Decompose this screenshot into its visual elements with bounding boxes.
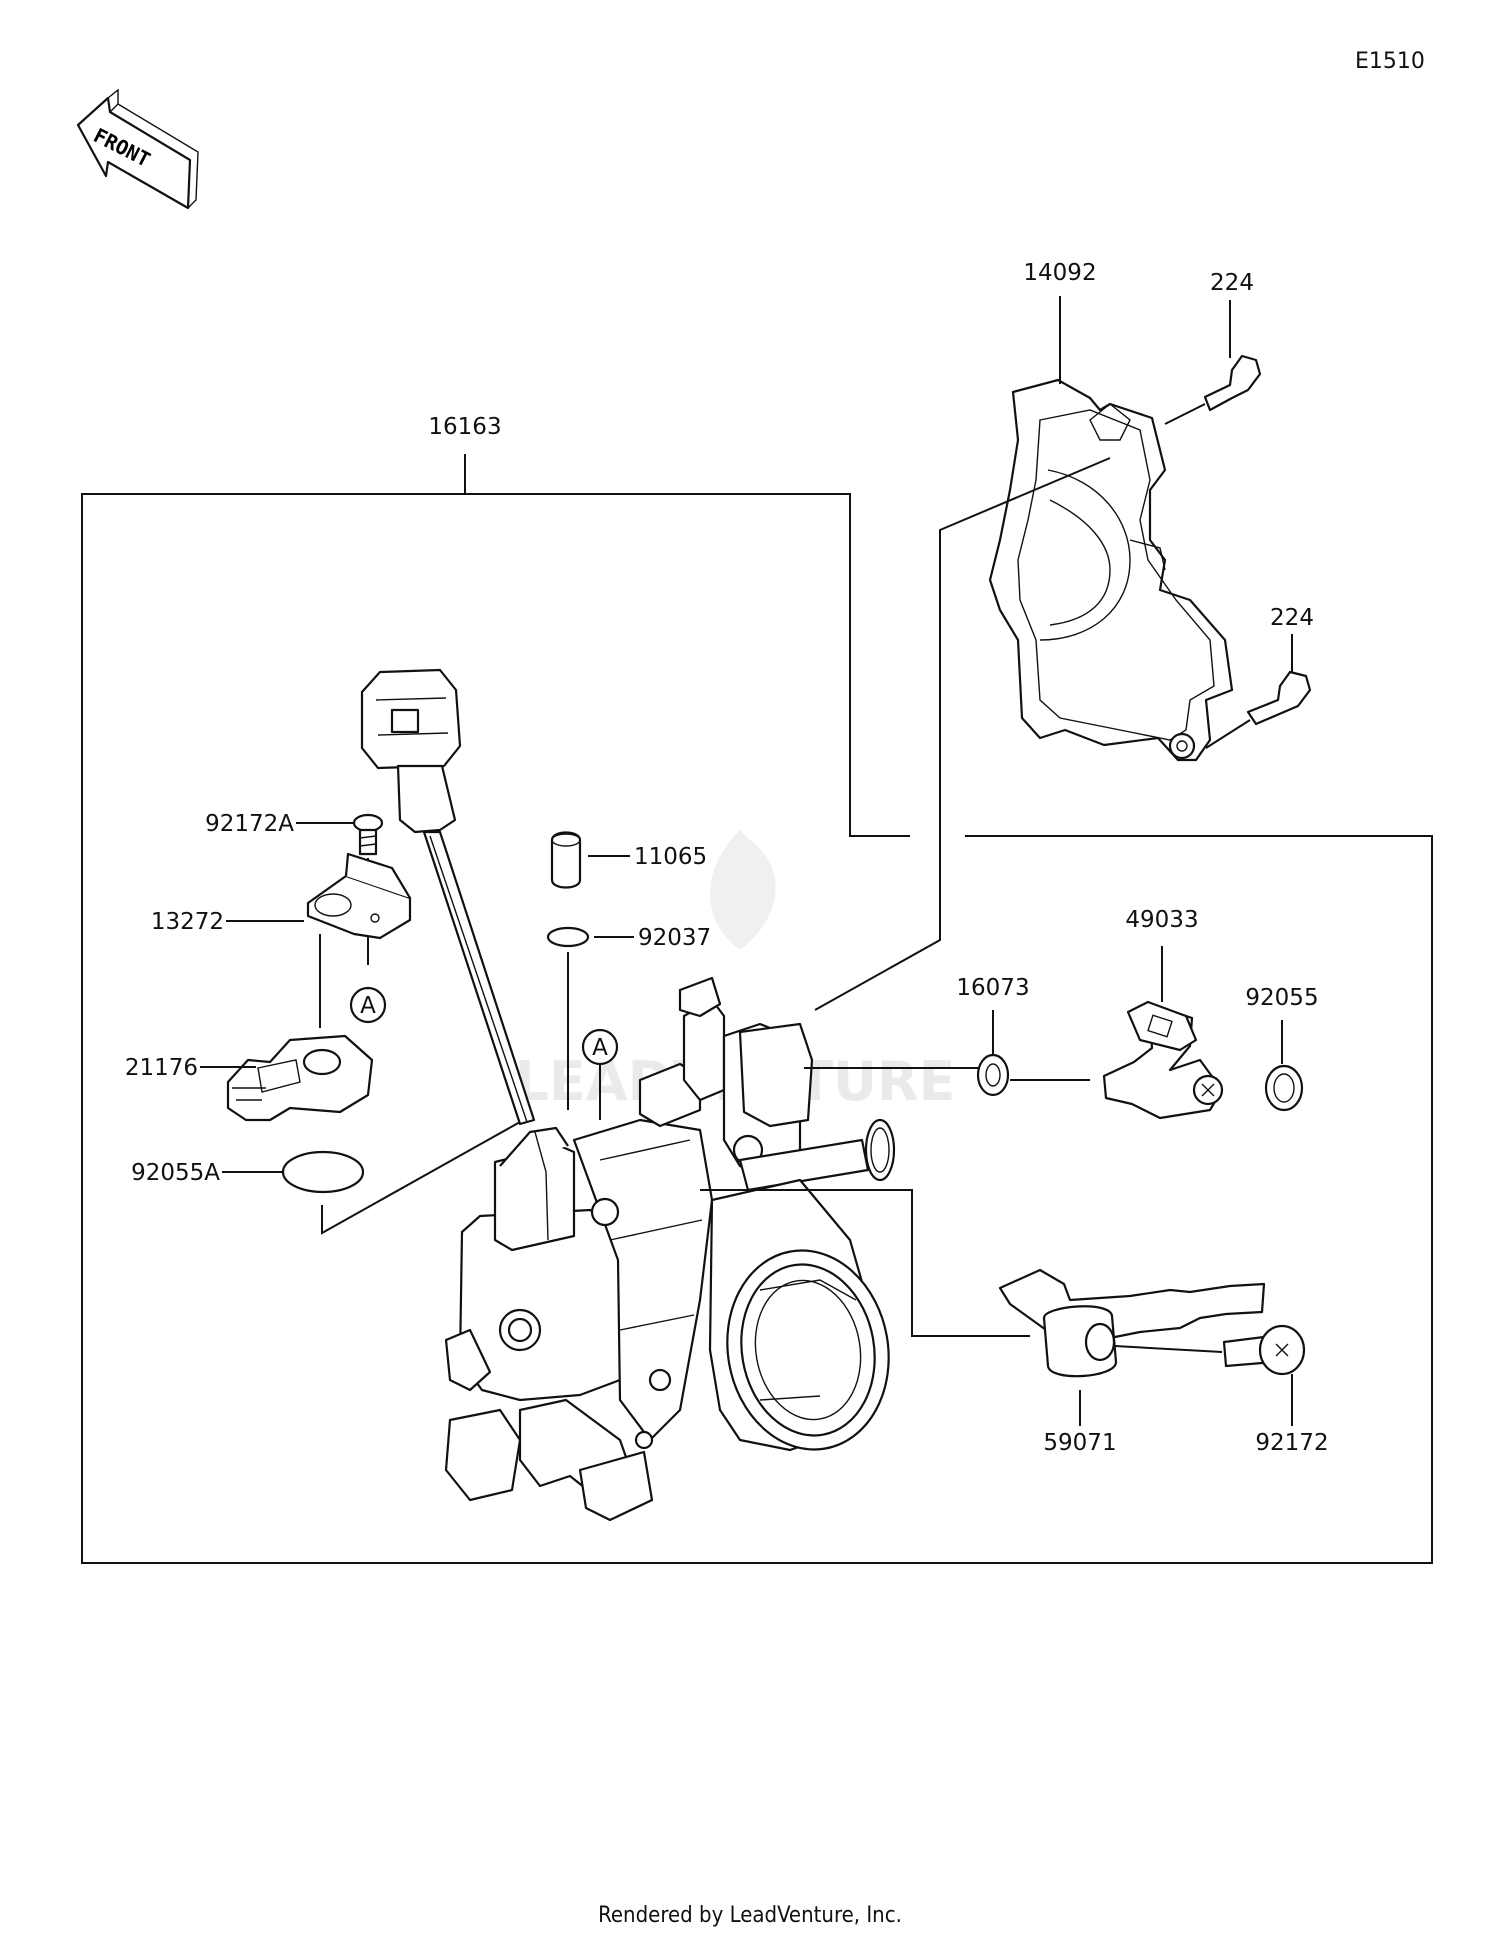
oring-92055A [222,1150,365,1194]
label-224-mid: 224 [1270,605,1314,631]
label-21176: 21176 [125,1055,198,1081]
sensor-49033 [1102,946,1224,1120]
sensor-21176 [200,1034,374,1122]
bolt-224-mid [1205,634,1312,749]
throttle-body [444,976,896,1522]
label-59071: 59071 [1043,1430,1116,1456]
label-92172A: 92172A [205,811,294,837]
label-13272: 13272 [151,909,224,935]
label-92037: 92037 [638,925,711,951]
assembly-boundary [81,454,1433,1564]
label-92055A: 92055A [131,1160,220,1186]
footer-credit: Rendered by LeadVenture, Inc. [598,1903,902,1928]
label-14092: 14092 [1023,260,1096,286]
callout-a-left: A [349,986,387,1024]
label-11065: 11065 [634,844,707,870]
leader-14092 [814,457,1111,1011]
pin-11065 [550,831,630,889]
wire-harness-connector [360,668,536,1126]
front-arrow-icon: FRONT [76,88,199,210]
leader-sensor-group [321,1121,521,1235]
label-16073: 16073 [956,975,1029,1001]
washer-16073 [804,1010,1090,1097]
cover-14092 [988,378,1234,762]
bolt-224-top [1164,300,1262,425]
oring-92055 [1264,1020,1304,1112]
label-49033: 49033 [1125,907,1198,933]
bracket-13272 [226,852,412,1028]
label-92055: 92055 [1245,985,1318,1011]
label-224-top: 224 [1210,270,1254,296]
svg-text:A: A [592,1035,608,1061]
diagram-code: E1510 [1355,49,1425,74]
fitting-59071 [700,1189,1266,1426]
screw-92172 [1114,1324,1306,1426]
svg-text:A: A [360,993,376,1019]
label-92172: 92172 [1255,1430,1328,1456]
label-16163: 16163 [428,414,501,440]
callout-a-right: A [581,1028,619,1120]
oring-92037 [546,926,634,1110]
